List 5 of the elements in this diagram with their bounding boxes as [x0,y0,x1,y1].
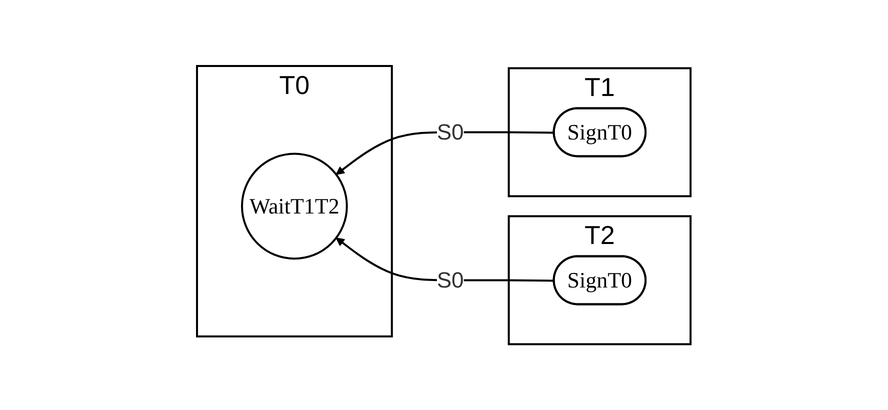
arrow [336,237,555,282]
node-circle: WaitT1T2 [241,152,348,260]
edge-label: S0 [437,268,464,293]
arrow [336,131,555,175]
edge-label: S0 [437,120,464,145]
